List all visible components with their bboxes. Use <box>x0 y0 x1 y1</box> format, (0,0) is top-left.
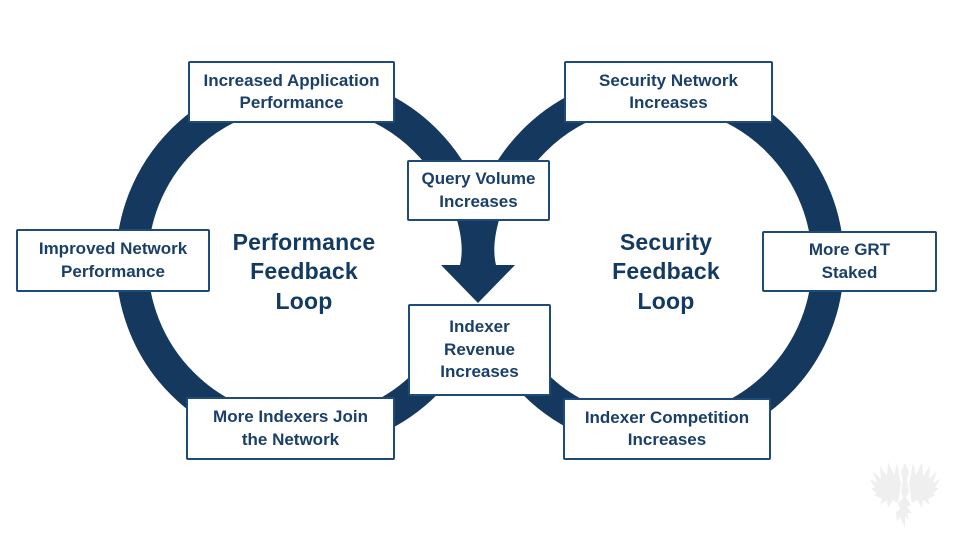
node-improved-network-performance: Improved Network Performance <box>16 229 210 292</box>
performance-loop-title: Performance Feedback Loop <box>232 229 376 314</box>
node-query-volume-increases: Query Volume Increases <box>407 160 550 221</box>
node-more-indexers-join-the-network: More Indexers Join the Network <box>186 397 395 460</box>
node-increased-application-performance: Increased Application Performance <box>188 61 395 123</box>
node-indexer-competition-increases: Indexer Competition Increases <box>563 398 771 460</box>
node-indexer-revenue-increases: Indexer Revenue Increases <box>408 304 551 396</box>
down-arrow <box>441 220 515 303</box>
eagle-watermark-icon <box>870 462 940 528</box>
node-security-network-increases: Security Network Increases <box>564 61 773 123</box>
security-loop-title: Security Feedback Loop <box>612 229 720 314</box>
node-more-grt-staked: More GRT Staked <box>762 231 937 292</box>
